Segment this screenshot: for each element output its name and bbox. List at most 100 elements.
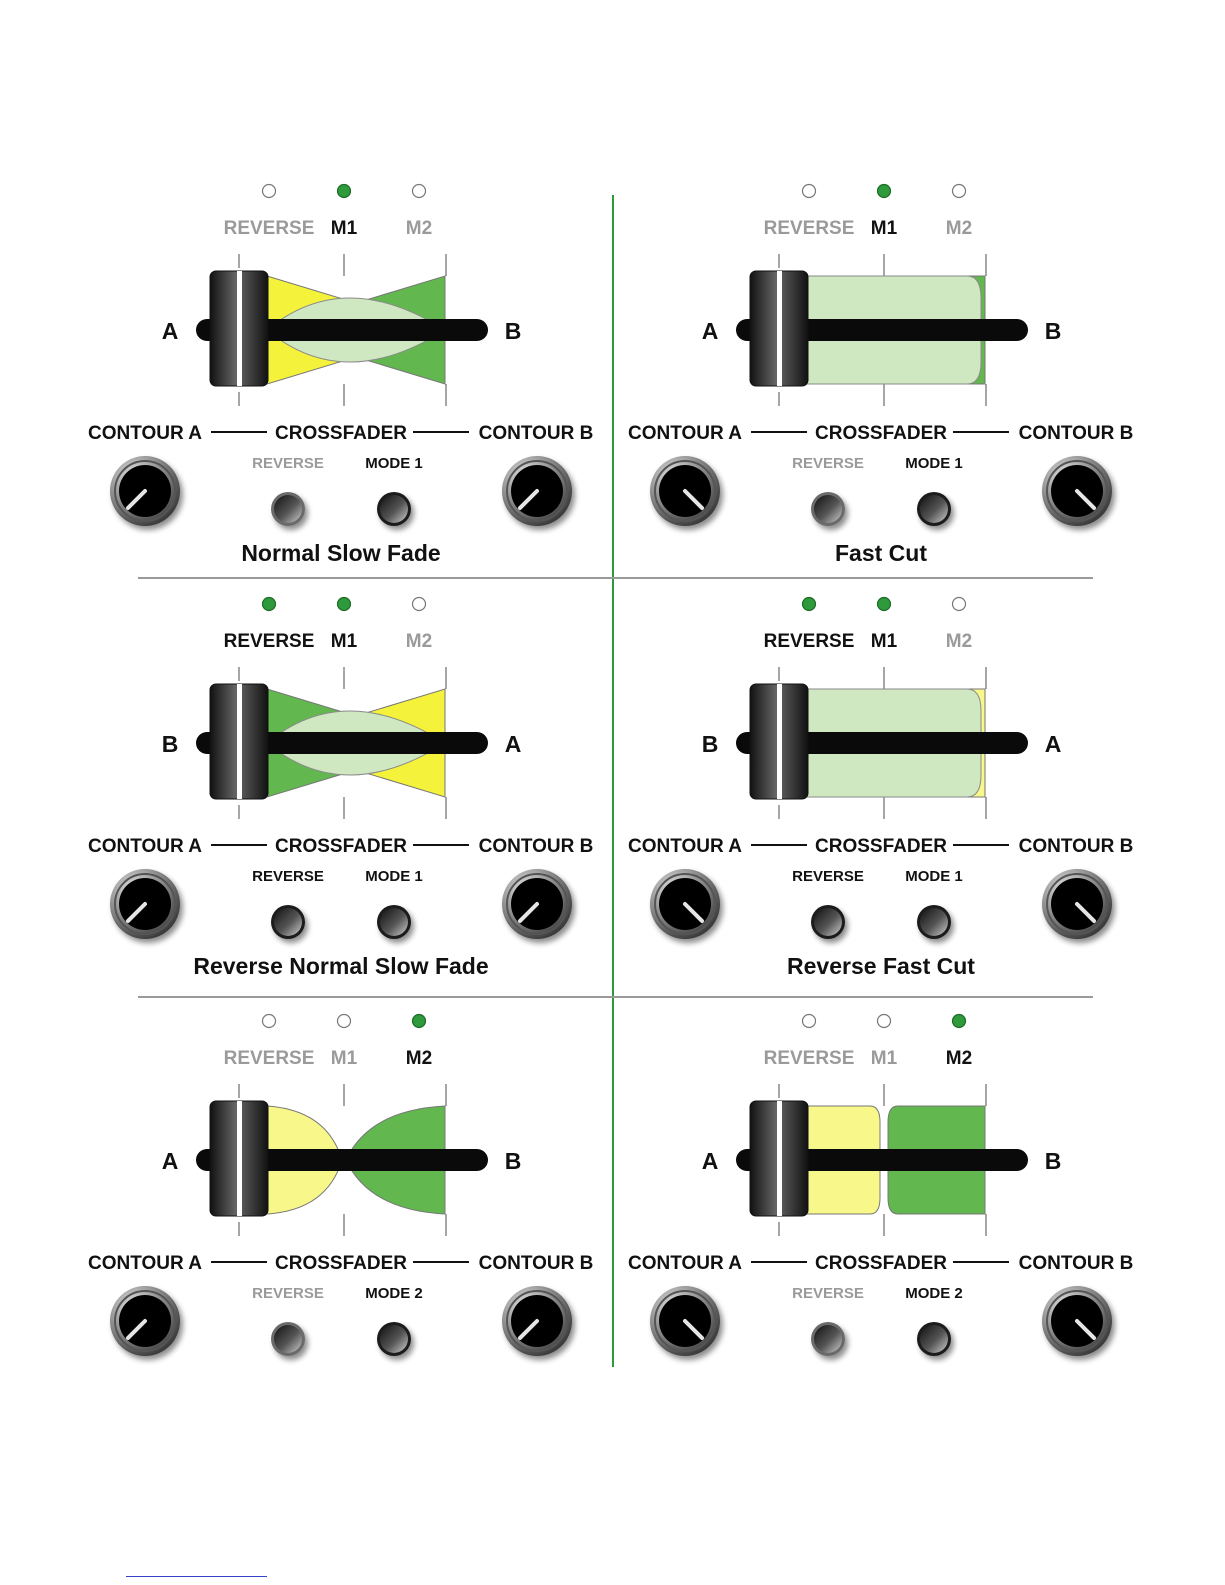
knob-bevel [1046, 460, 1108, 522]
crossfader-handle[interactable] [209, 270, 269, 387]
handle-line [777, 684, 782, 799]
reverse-button[interactable] [271, 1322, 305, 1356]
mode-button-label: MODE 1 [365, 455, 423, 472]
fader-track [736, 319, 1028, 341]
crossfader-handle[interactable] [749, 270, 809, 387]
contour-a-knob[interactable] [110, 456, 180, 526]
knob-bevel [654, 460, 716, 522]
contour-b-label: CONTOUR B [1019, 836, 1134, 857]
channel-letter-left: A [162, 1148, 179, 1174]
mode-button[interactable] [917, 492, 951, 526]
button-face [920, 1325, 948, 1353]
channel-letter-left: B [702, 731, 719, 757]
status-led [801, 596, 817, 612]
indicator-label: M2 [406, 631, 432, 652]
contour-a-knob[interactable] [650, 1286, 720, 1356]
reverse-button-label: REVERSE [792, 1285, 864, 1302]
knob-bevel [114, 460, 176, 522]
indicator-label: M1 [331, 631, 358, 652]
contour-b-label: CONTOUR B [479, 423, 594, 444]
knob-pointer [126, 1319, 147, 1340]
reverse-button[interactable] [811, 492, 845, 526]
knob-pointer [126, 489, 147, 510]
channel-letter-right: A [1045, 731, 1062, 757]
mode-button[interactable] [917, 1322, 951, 1356]
knob-bevel [1046, 873, 1108, 935]
contour-a-knob[interactable] [650, 869, 720, 939]
contour-a-knob[interactable] [110, 869, 180, 939]
contour-a-label: CONTOUR A [628, 423, 742, 444]
indicator-label: M2 [946, 631, 972, 652]
knob-pointer [518, 489, 539, 510]
reverse-button-label: REVERSE [252, 455, 324, 472]
handle-line [237, 684, 242, 799]
status-led [411, 183, 427, 199]
channel-letter-right: A [505, 731, 522, 757]
button-face [380, 908, 408, 936]
crossfader-handle[interactable] [749, 1100, 809, 1217]
crossfader-handle[interactable] [209, 683, 269, 800]
knob-bevel [114, 873, 176, 935]
button-face [814, 495, 842, 523]
status-led [336, 1013, 352, 1029]
button-face [380, 1325, 408, 1353]
channel-letter-left: A [702, 1148, 719, 1174]
button-face [274, 908, 302, 936]
indicator-label: REVERSE [764, 631, 855, 652]
channel-letter-right: B [505, 318, 522, 344]
knob-pointer [1075, 902, 1096, 923]
reverse-button[interactable] [811, 1322, 845, 1356]
mode-button-label: MODE 2 [365, 1285, 423, 1302]
status-led [951, 183, 967, 199]
status-led [876, 1013, 892, 1029]
knob-bevel [654, 873, 716, 935]
contour-b-knob[interactable] [1042, 456, 1112, 526]
contour-b-knob[interactable] [502, 869, 572, 939]
mode-button-label: MODE 1 [905, 455, 963, 472]
crossfader-handle[interactable] [749, 683, 809, 800]
indicator-label: REVERSE [224, 631, 315, 652]
panel-title: Normal Slow Fade [241, 540, 440, 566]
contour-a-knob[interactable] [110, 1286, 180, 1356]
contour-b-label: CONTOUR B [479, 1253, 594, 1274]
reverse-button-label: REVERSE [252, 1285, 324, 1302]
button-face [380, 495, 408, 523]
reverse-button[interactable] [271, 492, 305, 526]
knob-bevel [506, 1290, 568, 1352]
mode-button[interactable] [377, 905, 411, 939]
knob-pointer [683, 489, 704, 510]
indicator-label: M1 [331, 218, 358, 239]
contour-a-knob[interactable] [650, 456, 720, 526]
mode-button-label: MODE 2 [905, 1285, 963, 1302]
contour-b-knob[interactable] [502, 456, 572, 526]
button-face [274, 495, 302, 523]
contour-b-knob[interactable] [1042, 1286, 1112, 1356]
handle-line [777, 271, 782, 386]
channel-letter-left: A [162, 318, 179, 344]
crossfader-handle[interactable] [209, 1100, 269, 1217]
indicator-label: M2 [406, 1048, 432, 1069]
indicator-label: M2 [946, 218, 972, 239]
contour-b-knob[interactable] [502, 1286, 572, 1356]
status-led [411, 596, 427, 612]
indicator-label: M1 [871, 1048, 898, 1069]
indicator-label: M1 [871, 218, 898, 239]
crossfader-label: CROSSFADER [275, 836, 407, 857]
mode-button-label: MODE 1 [365, 868, 423, 885]
channel-letter-right: B [1045, 1148, 1062, 1174]
fader-track [736, 1149, 1028, 1171]
handle-line [237, 271, 242, 386]
contour-b-knob[interactable] [1042, 869, 1112, 939]
reverse-button-label: REVERSE [792, 868, 864, 885]
reverse-button[interactable] [271, 905, 305, 939]
mode-button[interactable] [917, 905, 951, 939]
mode-button[interactable] [377, 1322, 411, 1356]
reverse-button[interactable] [811, 905, 845, 939]
status-led [951, 596, 967, 612]
indicator-label: REVERSE [224, 218, 315, 239]
status-led [951, 1013, 967, 1029]
mode-button[interactable] [377, 492, 411, 526]
